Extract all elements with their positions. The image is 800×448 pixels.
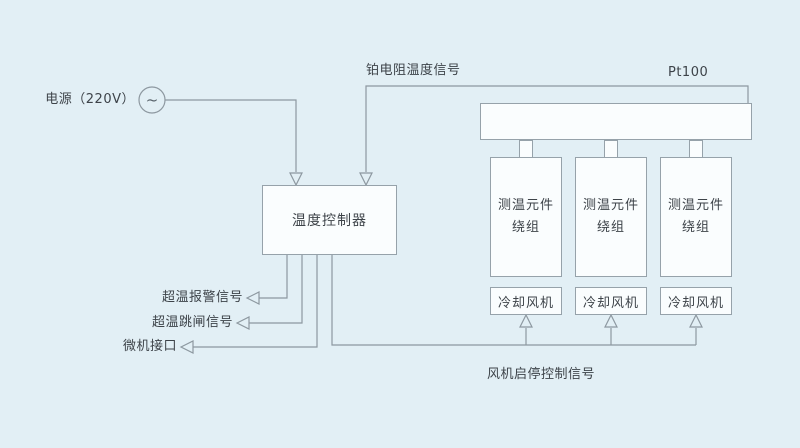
fan-box-2: 冷却风机 bbox=[575, 287, 647, 315]
pt-resistance-signal-label: 铂电阻温度信号 bbox=[366, 63, 461, 78]
winding-1-label-line1: 测温元件 bbox=[497, 198, 554, 213]
controller-box: 温度控制器 bbox=[262, 185, 397, 255]
fan-control-wire bbox=[331, 255, 696, 346]
pc-interface-label: 微机接口 bbox=[122, 339, 177, 354]
fan-box-1: 冷却风机 bbox=[490, 287, 562, 315]
winding-1-label-line2: 绕组 bbox=[511, 220, 540, 235]
fan-control-signal-label: 风机启停控制信号 bbox=[487, 367, 596, 382]
controller-label: 温度控制器 bbox=[292, 213, 367, 229]
arrow-up-fan3-icon bbox=[689, 313, 703, 328]
alarm-wire bbox=[259, 255, 288, 299]
trip-wire bbox=[249, 255, 303, 324]
arrow-left-alarm-icon bbox=[245, 291, 260, 305]
fan-2-label: 冷却风机 bbox=[582, 295, 639, 311]
fan-box-3: 冷却风机 bbox=[660, 287, 732, 315]
winding-2-label-line2: 绕组 bbox=[596, 220, 625, 235]
arrowheads bbox=[179, 172, 703, 354]
pt100-sensor-3 bbox=[689, 140, 703, 158]
winding-2-label-line1: 测温元件 bbox=[582, 198, 639, 213]
arrow-left-trip-icon bbox=[235, 316, 250, 330]
ac-wave-icon: ~ bbox=[145, 91, 159, 109]
pt100-sensor-2 bbox=[604, 140, 618, 158]
arrow-up-fan2-icon bbox=[604, 313, 618, 328]
power-wire bbox=[165, 99, 297, 172]
wires bbox=[138, 85, 749, 348]
arrow-up-fan1-icon bbox=[519, 313, 533, 328]
power-source-label: 电源（220V） bbox=[45, 92, 135, 107]
winding-box-3: 测温元件 绕组 bbox=[660, 157, 732, 277]
arrow-down-pt-icon bbox=[359, 172, 373, 187]
arrow-left-pc-icon bbox=[179, 340, 194, 354]
pt-signal-wire bbox=[365, 85, 749, 172]
winding-3-label-line1: 测温元件 bbox=[667, 198, 724, 213]
alarm-signal-label: 超温报警信号 bbox=[161, 290, 243, 305]
fan-3-label: 冷却风机 bbox=[667, 295, 724, 311]
pt100-label: Pt100 bbox=[668, 65, 709, 80]
transformer-bus-bar bbox=[480, 103, 752, 140]
winding-3-label-line2: 绕组 bbox=[681, 220, 710, 235]
winding-box-2: 测温元件 绕组 bbox=[575, 157, 647, 277]
pt100-sensor-1 bbox=[519, 140, 533, 158]
winding-box-1: 测温元件 绕组 bbox=[490, 157, 562, 277]
fan-1-label: 冷却风机 bbox=[497, 295, 554, 311]
arrow-down-power-icon bbox=[289, 172, 303, 187]
pc-wire bbox=[193, 255, 318, 348]
trip-signal-label: 超温跳闸信号 bbox=[151, 315, 233, 330]
